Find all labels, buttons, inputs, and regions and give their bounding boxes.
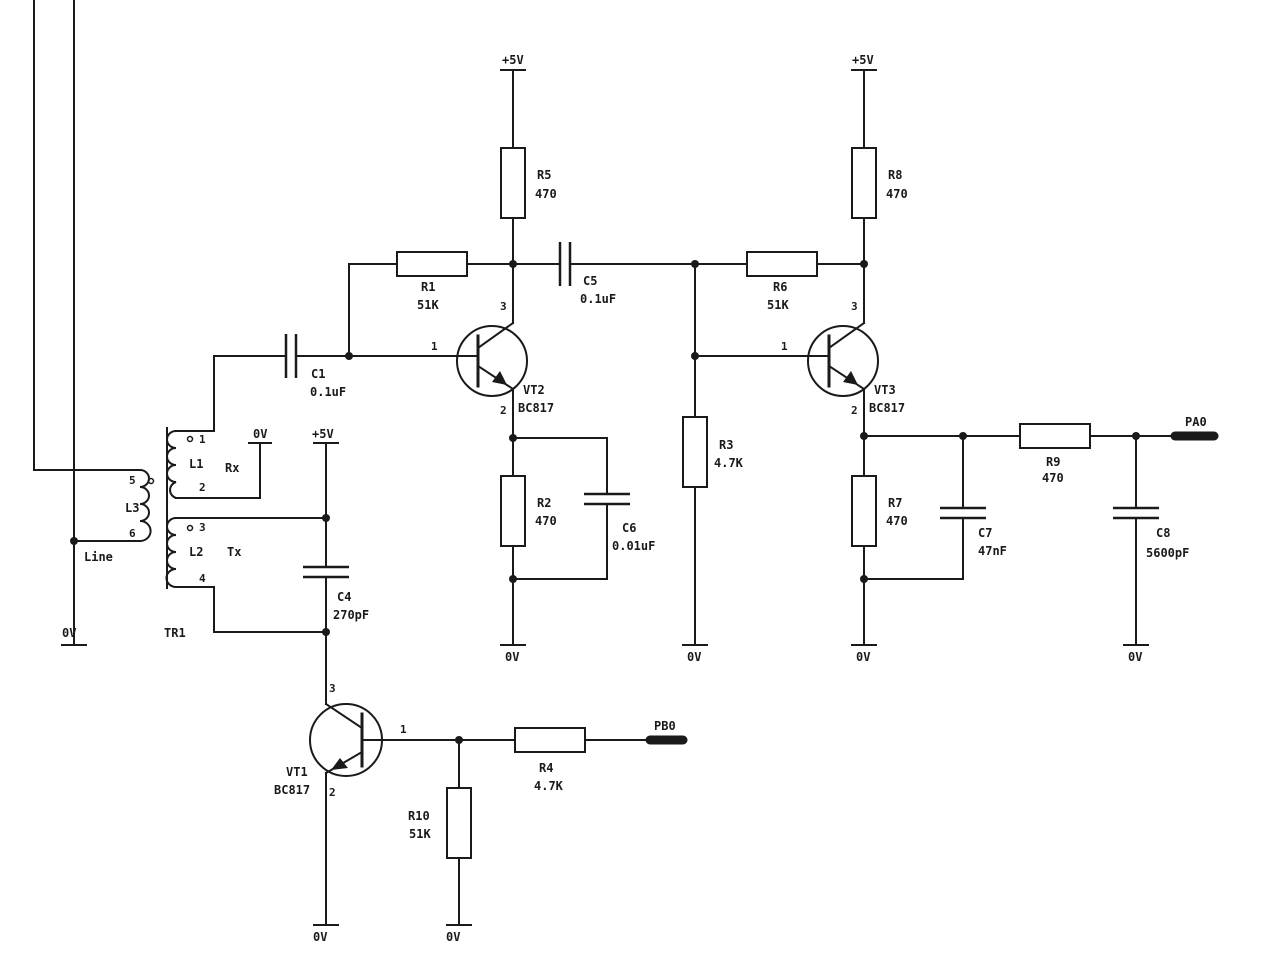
tr1-rx-label: Rx <box>225 461 239 475</box>
c1-ref: C1 <box>311 367 325 381</box>
junctions <box>70 260 1140 744</box>
r5-value: 470 <box>535 187 557 201</box>
tr1-winding-l3: L3 <box>125 501 139 515</box>
c5-value: 0.1uF <box>580 292 616 306</box>
polarity-dot-icon <box>147 477 155 485</box>
resistor-r1 <box>396 251 468 277</box>
port-pa0-label: PA0 <box>1185 415 1207 429</box>
c4-ref: C4 <box>337 590 351 604</box>
vt3-pin-emitter: 2 <box>851 404 858 417</box>
c6-ref: C6 <box>622 521 636 535</box>
r2-value: 470 <box>535 514 557 528</box>
tr1-pin-3: 3 <box>199 521 206 534</box>
r7-ref: R7 <box>888 496 902 510</box>
c4-value: 270pF <box>333 608 369 622</box>
resistor-r7 <box>851 475 877 547</box>
wires <box>33 0 1176 926</box>
vcc-label-vt3: +5V <box>852 53 874 67</box>
c1-value: 0.1uF <box>310 385 346 399</box>
resistor-r2 <box>500 475 526 547</box>
tr1-ref: TR1 <box>164 626 186 640</box>
vt2-pin-base: 1 <box>431 340 438 353</box>
resistor-r9 <box>1019 423 1091 449</box>
gnd-label-line: 0V <box>62 626 76 640</box>
tr1-pin-2: 2 <box>199 481 206 494</box>
vcc-label-c4: +5V <box>312 427 334 441</box>
vt1-pin-collector: 3 <box>329 682 336 695</box>
r8-ref: R8 <box>888 168 902 182</box>
capacitor-c5 <box>558 242 572 286</box>
transformer-tr1 <box>139 427 194 589</box>
gnd-label-rx: 0V <box>253 427 267 441</box>
tr1-winding-l2: L2 <box>189 545 203 559</box>
c5-ref: C5 <box>583 274 597 288</box>
gnd-label-r3: 0V <box>687 650 701 664</box>
c7-value: 47nF <box>978 544 1007 558</box>
vt3-pin-base: 1 <box>781 340 788 353</box>
gnd-label-vt2: 0V <box>505 650 519 664</box>
vt2-pin-emitter: 2 <box>500 404 507 417</box>
r10-ref: R10 <box>408 809 430 823</box>
vt3-pin-collector: 3 <box>851 300 858 313</box>
capacitor-c7 <box>940 506 986 520</box>
polarity-dot-icon <box>186 524 194 532</box>
r9-ref: R9 <box>1046 455 1060 469</box>
transistor-vt2 <box>456 321 528 397</box>
c8-value: 5600pF <box>1146 546 1189 560</box>
r1-value: 51K <box>417 298 439 312</box>
tr1-pin-1: 1 <box>199 433 206 446</box>
tr1-tx-label: Tx <box>227 545 241 559</box>
vt1-pin-emitter: 2 <box>329 786 336 799</box>
capacitor-c6 <box>584 492 630 515</box>
gnd-label-c8: 0V <box>1128 650 1142 664</box>
c7-ref: C7 <box>978 526 992 540</box>
c8-ref: C8 <box>1156 526 1170 540</box>
gnd-label-vt1: 0V <box>313 930 327 944</box>
r2-ref: R2 <box>537 496 551 510</box>
resistor-r5 <box>500 147 526 219</box>
resistor-r4 <box>514 727 586 753</box>
r3-ref: R3 <box>719 438 733 452</box>
capacitor-c1 <box>284 334 298 378</box>
gnd-label-r10: 0V <box>446 930 460 944</box>
tr1-pin-6: 6 <box>129 527 136 540</box>
r4-value: 4.7K <box>534 779 564 793</box>
vcc-label-vt2: +5V <box>502 53 524 67</box>
vt3-ref: VT3 <box>874 383 896 397</box>
r5-ref: R5 <box>537 168 551 182</box>
vt1-ref: VT1 <box>286 765 308 779</box>
vt2-ref: VT2 <box>523 383 545 397</box>
resistor-r3 <box>682 416 708 488</box>
resistor-r6 <box>746 251 818 277</box>
vt1-pin-base: 1 <box>400 723 407 736</box>
r4-ref: R4 <box>539 761 553 775</box>
tr1-pin-4: 4 <box>199 572 206 585</box>
c6-value: 0.01uF <box>612 539 655 553</box>
vt2-pin-collector: 3 <box>500 300 507 313</box>
r8-value: 470 <box>886 187 908 201</box>
r6-ref: R6 <box>773 280 787 294</box>
r7-value: 470 <box>886 514 908 528</box>
resistor-r10 <box>446 787 472 859</box>
port-pb0-label: PB0 <box>654 719 676 733</box>
line-label: Line <box>84 550 113 564</box>
vt2-value: BC817 <box>518 401 554 415</box>
transistor-vt3 <box>807 321 879 397</box>
r3-value: 4.7K <box>714 456 744 470</box>
polarity-dot-icon <box>186 435 194 443</box>
capacitor-c4 <box>303 565 349 579</box>
capacitor-c8 <box>1113 506 1159 520</box>
transistor-vt1 <box>309 702 385 777</box>
r9-value: 470 <box>1042 471 1064 485</box>
vt1-value: BC817 <box>274 783 310 797</box>
vt3-value: BC817 <box>869 401 905 415</box>
tr1-winding-l1: L1 <box>189 457 203 471</box>
r10-value: 51K <box>409 827 431 841</box>
resistor-r8 <box>851 147 877 219</box>
gnd-label-vt3: 0V <box>856 650 870 664</box>
r6-value: 51K <box>767 298 789 312</box>
r1-ref: R1 <box>421 280 435 294</box>
tr1-pin-5: 5 <box>129 474 136 487</box>
